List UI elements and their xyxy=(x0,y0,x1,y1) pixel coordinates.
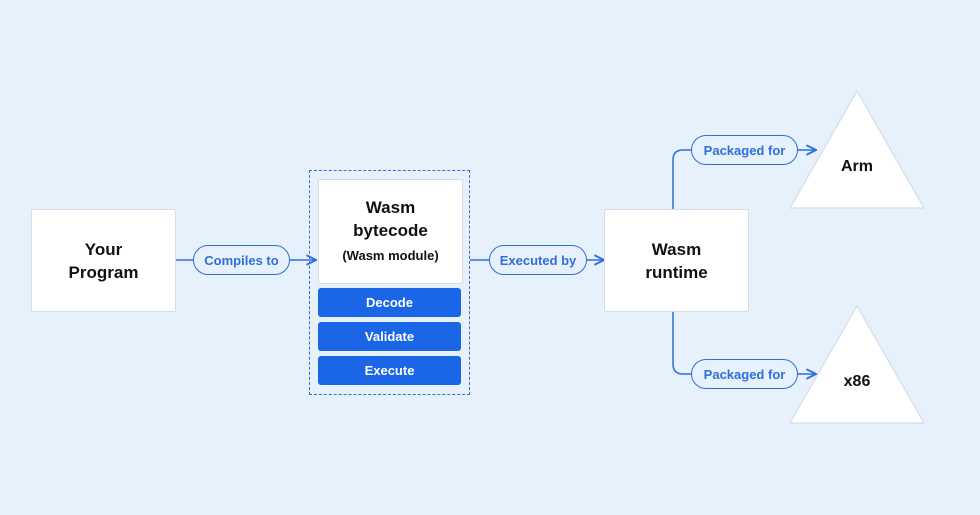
executed-by-pill: Executed by xyxy=(489,245,587,275)
compiles-to-label: Compiles to xyxy=(204,252,279,268)
x86-triangle xyxy=(789,305,925,424)
wasm-runtime-box: Wasm runtime xyxy=(604,209,749,312)
connector-arm xyxy=(672,150,816,209)
arm-triangle xyxy=(789,90,925,209)
your-program-label: Your Program xyxy=(68,239,139,282)
validate-label: Validate xyxy=(364,329,415,344)
wasm-runtime-label: Wasm runtime xyxy=(645,239,708,282)
wasm-module-subtitle: (Wasm module) xyxy=(342,248,439,263)
decode-step: Decode xyxy=(318,288,461,317)
execute-step: Execute xyxy=(318,356,461,385)
x86-label: x86 xyxy=(843,373,871,390)
wasm-bytecode-title: Wasm bytecode xyxy=(353,198,428,240)
connector-x86 xyxy=(672,311,816,374)
execute-label: Execute xyxy=(364,363,415,378)
wasm-module-container xyxy=(309,170,470,395)
compiles-to-pill: Compiles to xyxy=(193,245,290,275)
decode-label: Decode xyxy=(366,295,413,310)
your-program-box: Your Program xyxy=(31,209,176,312)
executed-by-label: Executed by xyxy=(499,252,577,268)
wasm-bytecode-box: Wasm bytecode (Wasm module) xyxy=(318,179,463,284)
arm-label: Arm xyxy=(840,158,873,175)
packaged-for-x86-pill: Packaged for xyxy=(691,359,798,389)
validate-step: Validate xyxy=(318,322,461,351)
packaged-for-arm-label: Packaged for xyxy=(703,142,786,158)
packaged-for-x86-label: Packaged for xyxy=(703,366,786,382)
packaged-for-arm-pill: Packaged for xyxy=(691,135,798,165)
